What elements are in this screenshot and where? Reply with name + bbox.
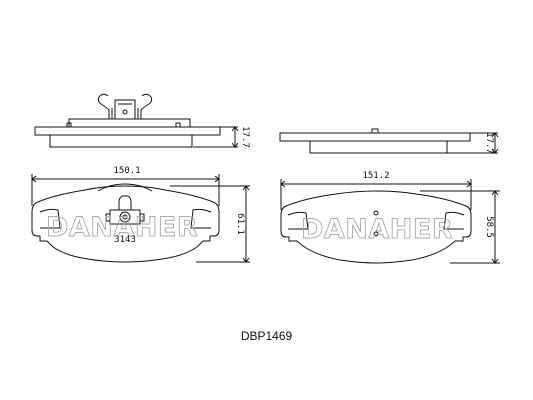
left-pad-side-view [34,93,221,148]
right-pad-side-view [279,128,471,154]
stamp-label: 3143 [114,235,136,245]
left-thickness-label: 17.7 [240,126,250,148]
left-thickness-dimension [193,126,239,148]
left-height-dimension [170,185,250,263]
left-pad-front-view [31,183,220,263]
left-width-label: 150.1 [113,166,140,176]
right-thickness-label: 17.7 [484,132,494,154]
left-width-dimension [31,174,220,206]
left-height-label: 61.1 [235,213,245,235]
right-height-dimension [420,190,500,264]
right-thickness-dimension [447,132,499,154]
watermark-left: DANAHER [46,212,198,243]
right-height-label: 58.5 [484,216,494,238]
part-number: DBP1469 [240,329,293,343]
watermark-right: DANAHER [301,214,453,245]
anti-rattle-clip [97,93,153,119]
right-pad-front-view [280,190,472,264]
right-width-label: 151.2 [362,171,389,181]
right-width-dimension [280,179,472,210]
